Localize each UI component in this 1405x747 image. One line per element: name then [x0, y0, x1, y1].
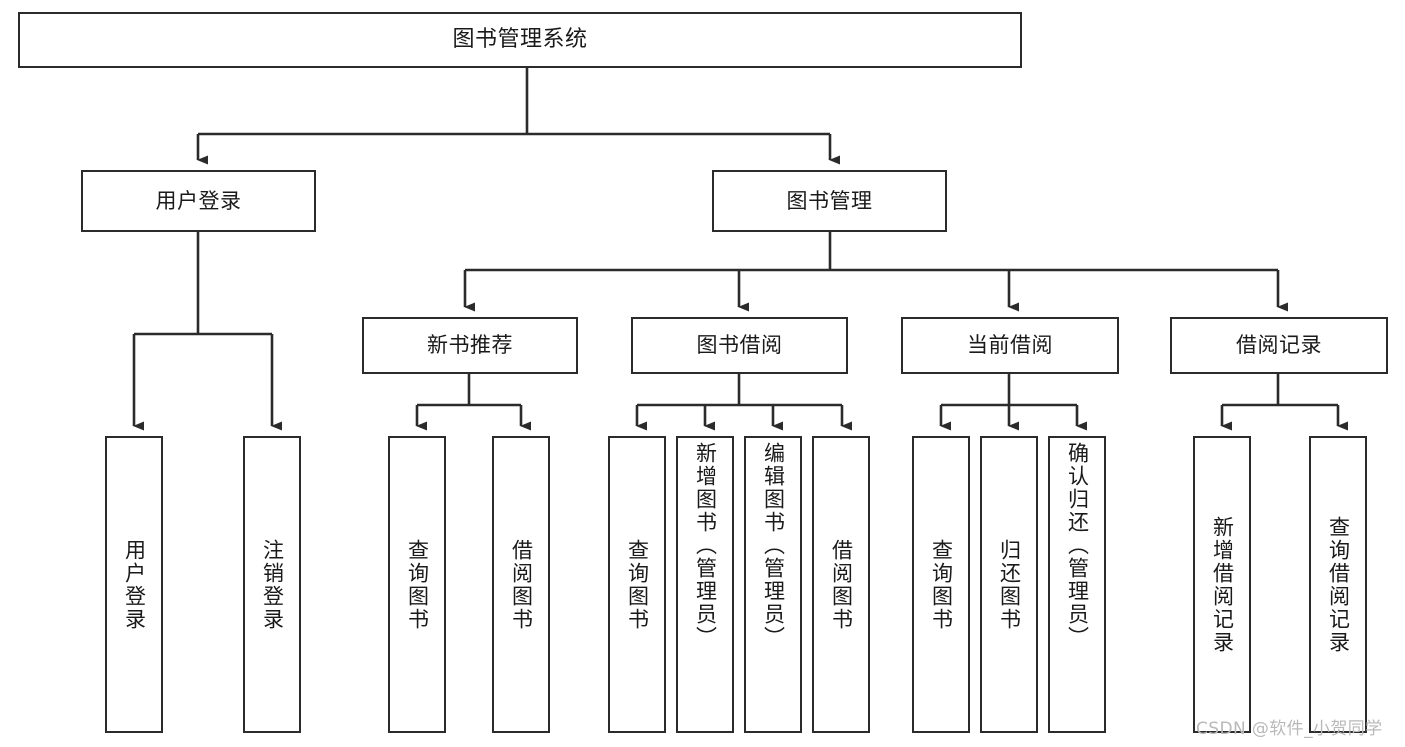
node-label: 新增借阅记录	[1210, 515, 1235, 654]
node-label: 用户登录	[155, 188, 242, 213]
node-book-management[interactable]: 图书管理	[712, 170, 947, 232]
node-leaf-current-confirm-return[interactable]: 确认归还（管理员）	[1048, 436, 1106, 733]
node-leaf-user-login[interactable]: 用户登录	[105, 436, 163, 733]
node-label: 新书推荐	[427, 333, 513, 358]
node-leaf-borrow-edit-book[interactable]: 编辑图书（管理员）	[744, 436, 802, 733]
node-label: 当前借阅	[967, 333, 1053, 358]
node-leaf-borrow-borrow-book[interactable]: 借阅图书	[812, 436, 870, 733]
node-label: 编辑图书（管理员）	[761, 442, 786, 649]
node-label: 归还图书	[997, 538, 1022, 631]
node-label: 借阅图书	[829, 538, 854, 631]
node-user-login[interactable]: 用户登录	[81, 170, 316, 232]
node-label: 用户登录	[122, 538, 147, 631]
node-label: 借阅图书	[509, 538, 534, 631]
node-leaf-recommend-borrow-book[interactable]: 借阅图书	[492, 436, 550, 733]
node-leaf-record-add[interactable]: 新增借阅记录	[1193, 436, 1251, 733]
node-leaf-recommend-query-book[interactable]: 查询图书	[388, 436, 446, 733]
node-label: 图书借阅	[696, 333, 783, 358]
node-label: 查询图书	[625, 538, 650, 631]
node-leaf-borrow-query-book[interactable]: 查询图书	[608, 436, 666, 733]
node-label: 图书管理系统	[452, 27, 588, 53]
node-leaf-current-query-book[interactable]: 查询图书	[912, 436, 970, 733]
node-label: 新增图书（管理员）	[693, 442, 718, 649]
node-leaf-current-return-book[interactable]: 归还图书	[980, 436, 1038, 733]
node-label: 借阅记录	[1236, 333, 1322, 358]
node-root-system[interactable]: 图书管理系统	[18, 12, 1022, 68]
node-current-borrow[interactable]: 当前借阅	[901, 317, 1119, 374]
node-label: 查询借阅记录	[1326, 515, 1351, 654]
node-label: 查询图书	[405, 538, 430, 631]
node-leaf-borrow-add-book[interactable]: 新增图书（管理员）	[676, 436, 734, 733]
node-label: 图书管理	[786, 188, 873, 213]
csdn-watermark: CSDN @软件_小贺同学	[1196, 719, 1383, 739]
node-borrow-record[interactable]: 借阅记录	[1170, 317, 1388, 374]
node-leaf-logout[interactable]: 注销登录	[243, 436, 301, 733]
node-leaf-record-query[interactable]: 查询借阅记录	[1309, 436, 1367, 733]
node-new-book-recommend[interactable]: 新书推荐	[362, 317, 578, 374]
node-label: 查询图书	[929, 538, 954, 631]
node-label: 确认归还（管理员）	[1065, 442, 1090, 649]
node-book-borrow[interactable]: 图书借阅	[631, 317, 848, 374]
node-label: 注销登录	[260, 538, 285, 631]
